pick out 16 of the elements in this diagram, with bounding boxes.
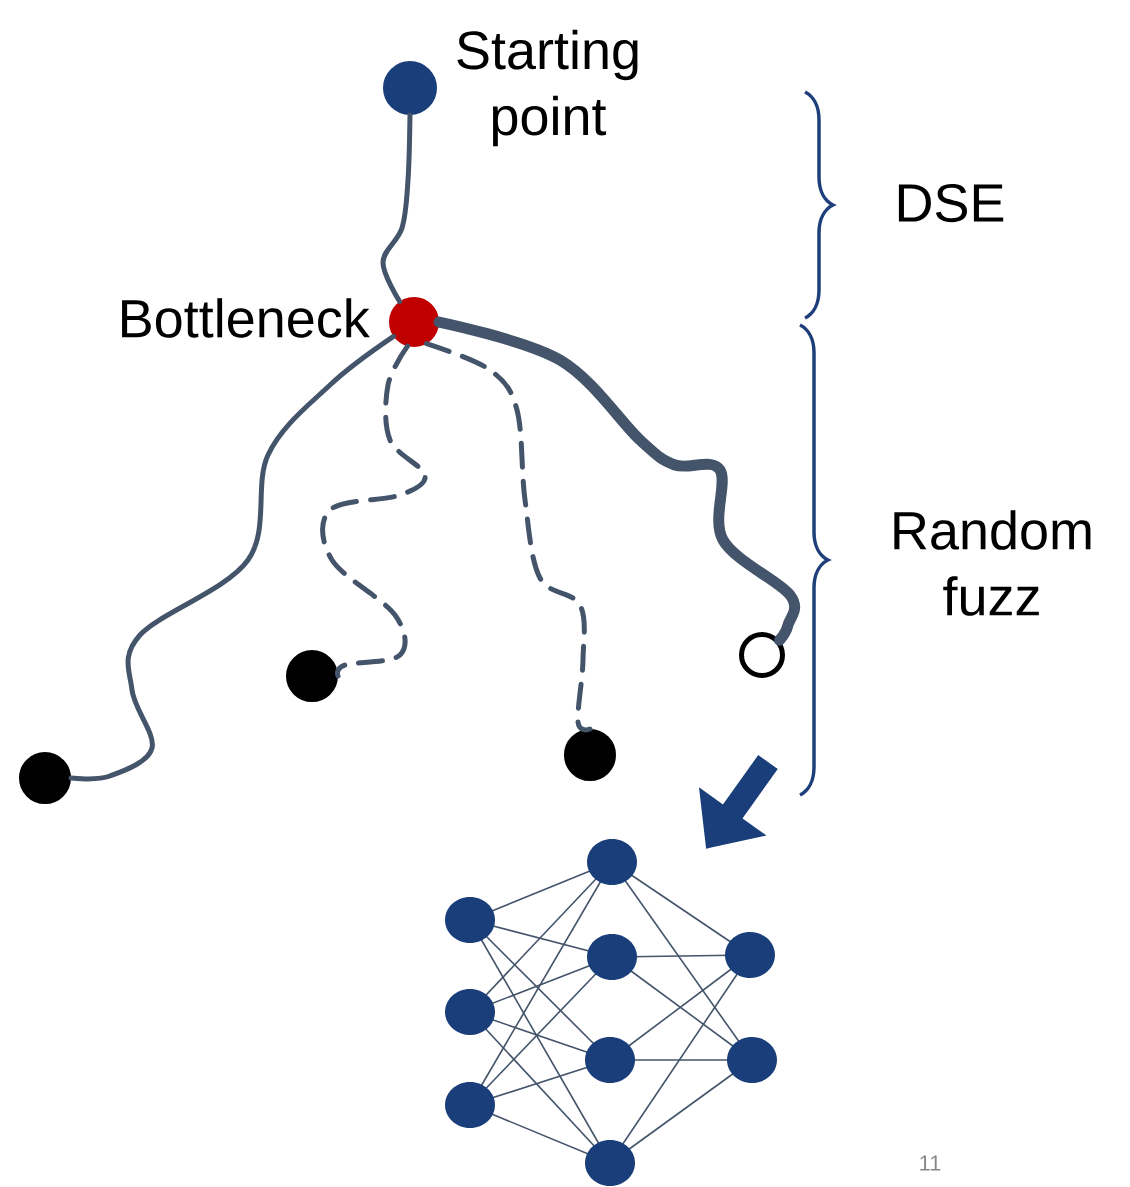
node-label: Starting point <box>457 29 638 147</box>
brace-label: Random fuzz <box>894 510 1091 616</box>
node-circle <box>389 297 439 347</box>
path-line <box>424 341 593 733</box>
path-line <box>380 112 413 305</box>
ring-circle <box>739 632 785 678</box>
node-circle <box>19 752 71 804</box>
node-label: Bottleneck <box>122 298 370 338</box>
node-circle <box>564 729 616 781</box>
path-line <box>320 343 428 679</box>
path-line <box>68 333 396 782</box>
node-circle <box>286 650 338 702</box>
neural-network-drawing <box>445 839 777 1186</box>
node-circle <box>383 61 437 115</box>
brace-label: DSE <box>898 183 1004 223</box>
page-number: 11 <box>920 1155 941 1171</box>
